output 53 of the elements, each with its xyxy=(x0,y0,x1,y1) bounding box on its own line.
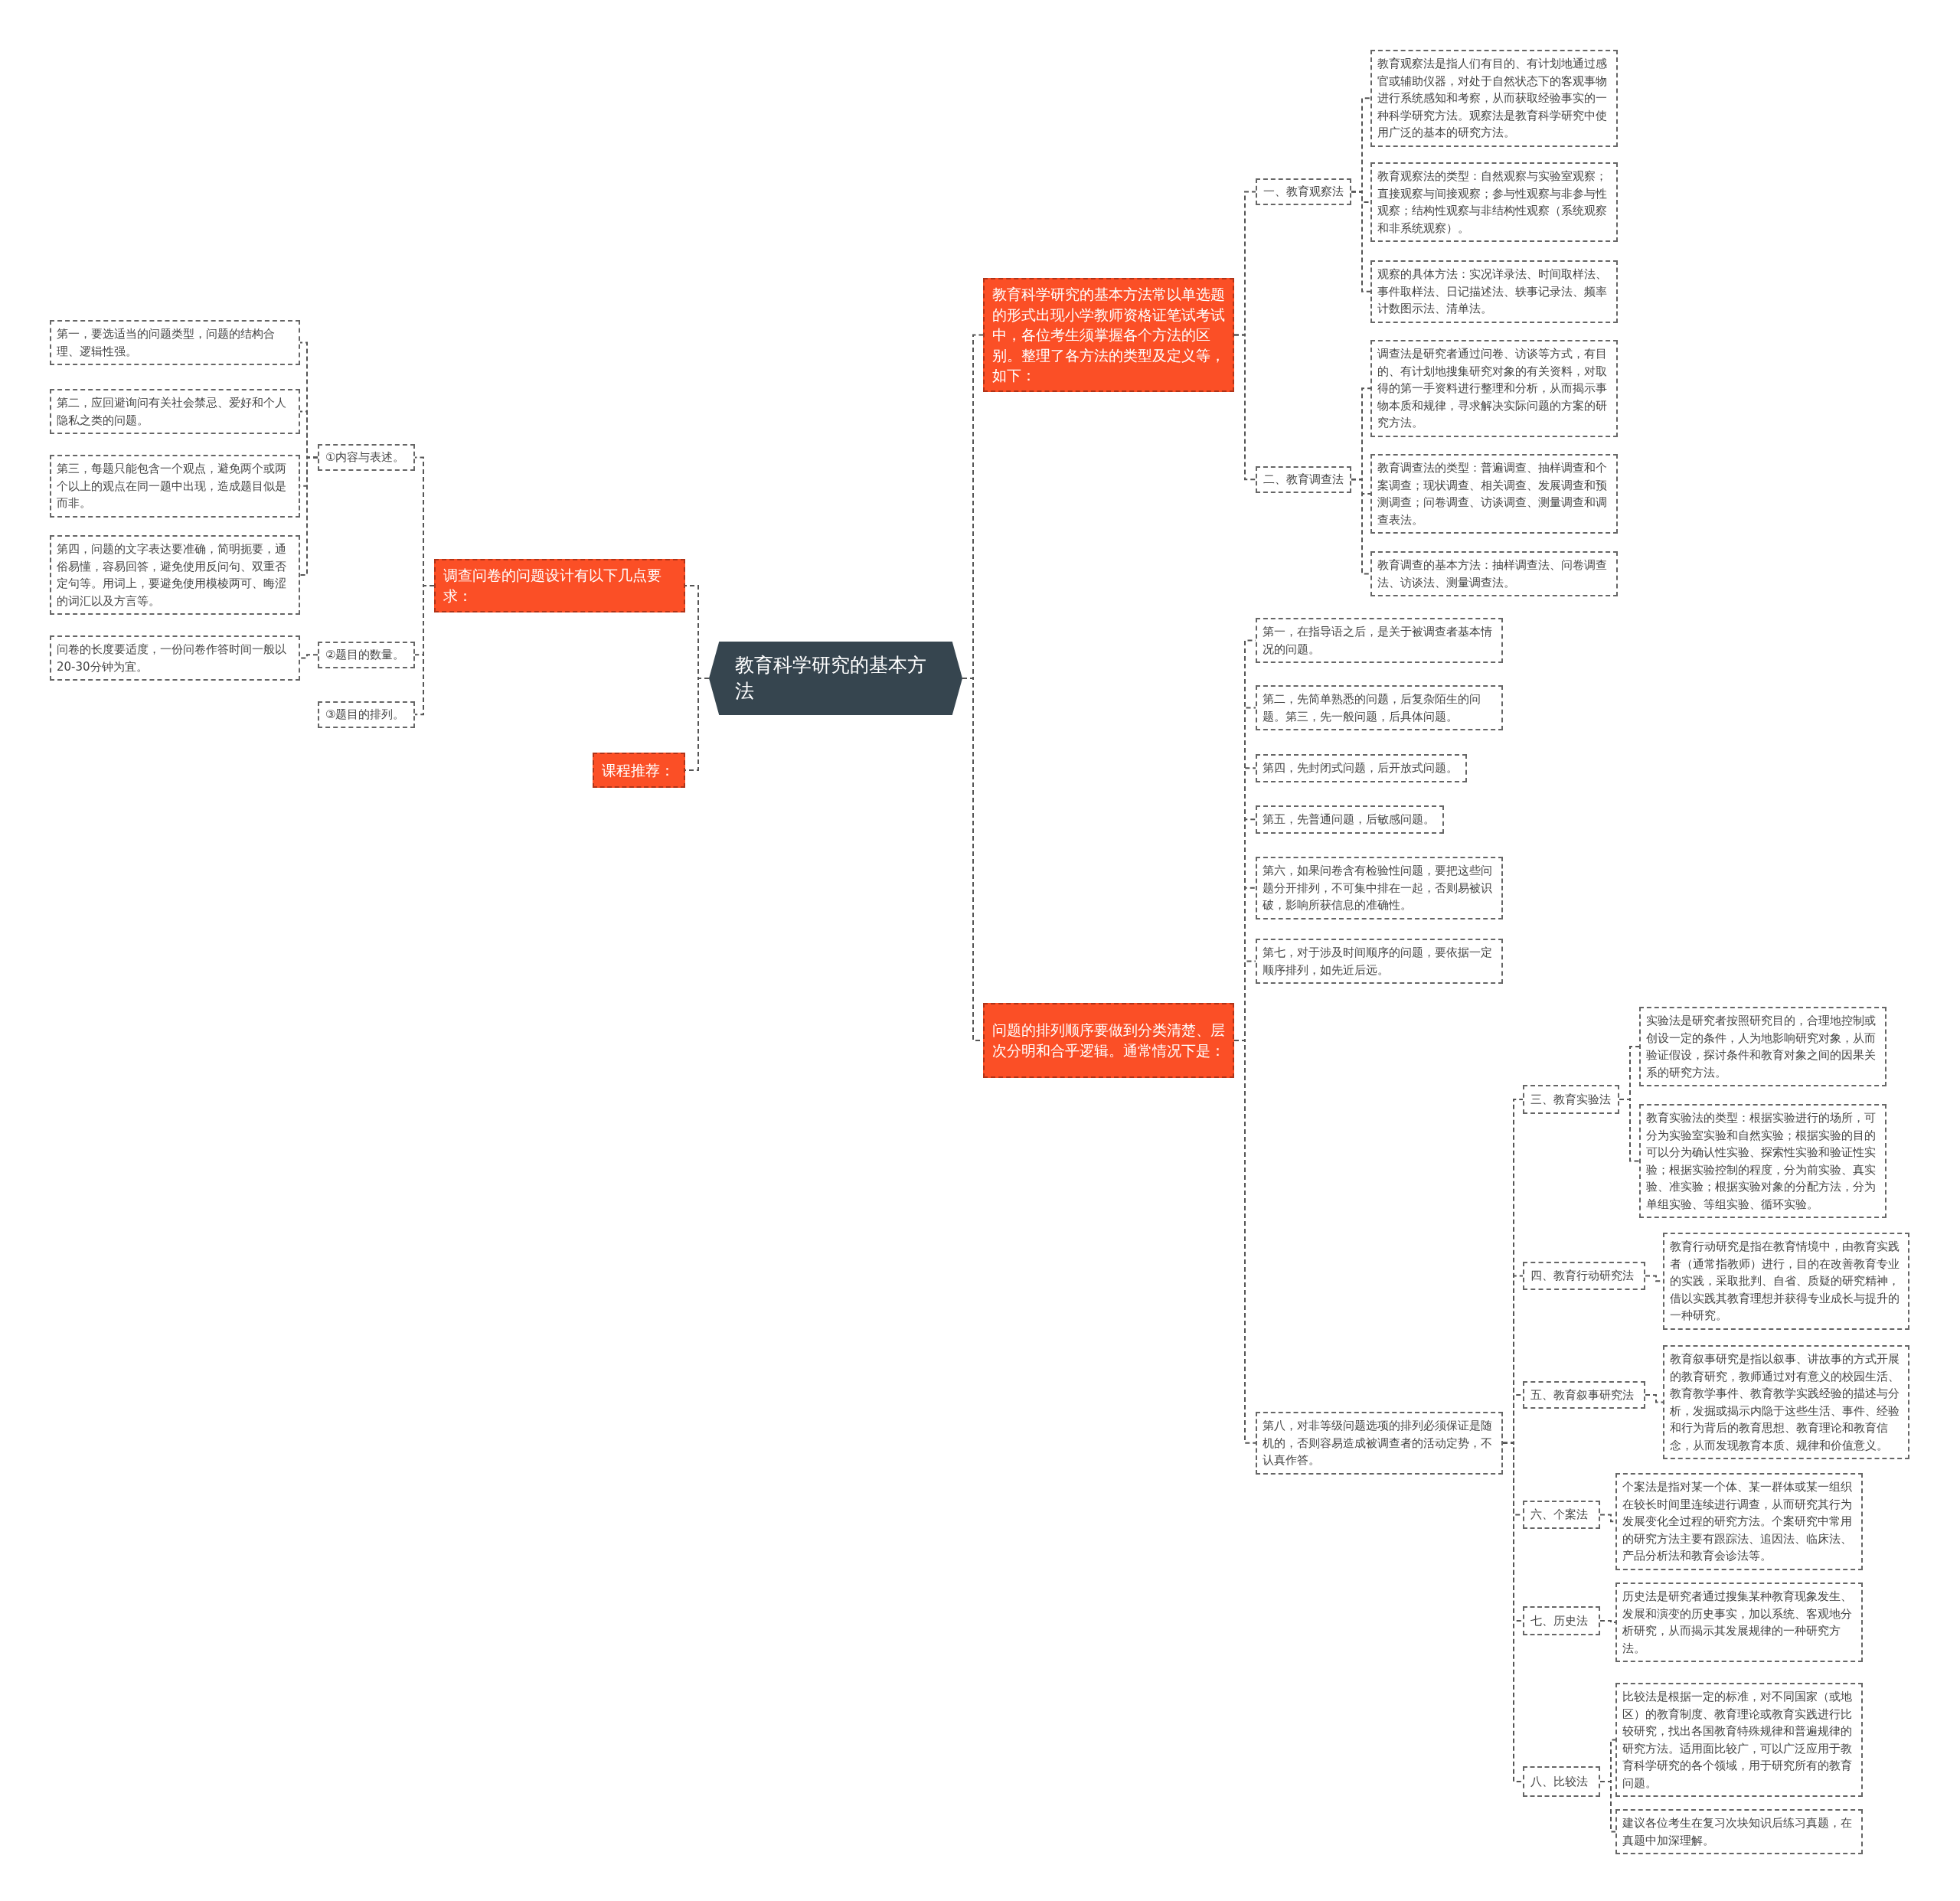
connector-line xyxy=(1619,1099,1640,1162)
method-box: ①内容与表述。 xyxy=(318,444,415,471)
note-box: 第八，对非等级问题选项的排列必须保证是随机的，否则容易造成被调查者的活动定势，不认真作答。 xyxy=(1256,1412,1503,1475)
note-box: 第三，每题只能包含一个观点，避免两个或两个以上的观点在同一题中出现，造成题目似是而非。 xyxy=(50,455,300,518)
note-box: 第五，先普通问题，后敏感问题。 xyxy=(1256,805,1444,834)
note-box: 问卷的长度要适度，一份问卷作答时间一般以20-30分钟为宜。 xyxy=(50,635,300,681)
note-box: 观察的具体方法：实况详录法、时间取样法、事件取样法、日记描述法、轶事记录法、频率计数图示法、清单法。 xyxy=(1370,260,1618,323)
note-box: 教育调查的基本方法：抽样调查法、问卷调查法、访谈法、测量调查法。 xyxy=(1370,551,1618,596)
method-box: ③题目的排列。 xyxy=(318,701,415,728)
connector-line xyxy=(414,585,435,716)
connector-line xyxy=(1351,479,1371,575)
note-box: 教育观察法是指人们有目的、有计划地通过感官或辅助仪器，对处于自然状态下的客观事物进行系统感知和考察，从而获取经验事实的一种科学研究方法。观察法是教育科学研究中使用广泛的基本的研究方法。 xyxy=(1370,50,1618,147)
connector-line xyxy=(1351,191,1371,292)
connector-line xyxy=(1233,334,1256,481)
note-box: 教育行动研究是指在教育情境中，由教育实践者（通常指教师）进行，目的在改善教育专业的实践，采取批判、自省、质疑的研究精神，借以实践其教育理想并获得专业成长与提升的一种研究。 xyxy=(1663,1233,1909,1330)
note-box: 教育观察法的类型：自然观察与实验室观察；直接观察与间接观察；参与性观察与非参与性观察；结构性观察与非结构性观察（系统观察和非系统观察）。 xyxy=(1370,162,1618,242)
connector-line xyxy=(1502,1442,1524,1782)
connector-line xyxy=(1599,1781,1616,1833)
connector-line xyxy=(299,456,318,576)
method-box: 八、比较法 xyxy=(1523,1766,1600,1797)
topic-box: 教育科学研究的基本方法 xyxy=(709,642,962,715)
note-box: 比较法是根据一定的标准，对不同国家（或地区）的教育制度、教育理论或教育实践进行比较研究，找出各国教育特殊规律和普遍规律的研究方法。适用面比较广，可以广泛应用于教育科学研究的各个领域，用于研究所有的教育问题。 xyxy=(1615,1683,1863,1797)
method-box: 三、教育实验法 xyxy=(1523,1085,1619,1114)
method-box: 五、教育叙事研究法 xyxy=(1523,1381,1645,1409)
note-box: 第四，先封闭式问题，后开放式问题。 xyxy=(1256,754,1467,782)
note-box: 第六，如果问卷含有检验性问题，要把这些问题分开排列，不可集中排在一起，否则易被识破，影响所获信息的准确性。 xyxy=(1256,857,1503,919)
branch-box: 课程推荐： xyxy=(593,753,685,788)
note-box: 教育实验法的类型：根据实验进行的场所，可分为实验室实验和自然实验；根据实验的目的可以分为确认性实验、探索性实验和验证性实验；根据实验控制的程度，分为前实验、真实验、准实验；根据实验对象的分配方法，分为单组实验、等组实验、循环实验。 xyxy=(1639,1104,1886,1218)
connector-line xyxy=(299,654,318,659)
method-box: 六、个案法 xyxy=(1523,1501,1600,1529)
note-box: 个案法是指对某一个体、某一群体或某一组织在较长时间里连续进行调查，从而研究其行为发展变化全过程的研究方法。个案研究中常用的研究方法主要有跟踪法、追因法、临床法、产品分析法和教育会诊法等。 xyxy=(1615,1473,1863,1570)
note-box: 教育叙事研究是指以叙事、讲故事的方式开展的教育研究，教师通过对有意义的校园生活、教育教学事件、教育教学实践经验的描述与分析，发掘或揭示内隐于这些生活、事件、经验和行为背后的教育思想、教育理论和教育信念，从而发现教育本质、规律和价值意义。 xyxy=(1663,1345,1909,1459)
method-box: 一、教育观察法 xyxy=(1256,178,1351,205)
method-box: 四、教育行动研究法 xyxy=(1523,1262,1645,1290)
note-box: 第二，先简单熟悉的问题，后复杂陌生的问题。第三，先一般问题，后具体问题。 xyxy=(1256,685,1503,730)
method-box: 七、历史法 xyxy=(1523,1606,1600,1635)
note-box: 第二，应回避询问有关社会禁忌、爱好和个人隐私之类的问题。 xyxy=(50,389,300,434)
note-box: 历史法是研究者通过搜集某种教育现象发生、发展和演变的历史事实，加以系统、客观地分析研究，从而揭示其发展规律的一种研究方法。 xyxy=(1615,1583,1863,1662)
branch-box: 教育科学研究的基本方法常以单选题的形式出现小学教师资格证笔试考试中，各位考生须掌握各个方法的区别。整理了各方法的类型及定义等，如下： xyxy=(983,278,1234,392)
method-box: ②题目的数量。 xyxy=(318,642,415,668)
note-box: 第一，在指导语之后，是关于被调查者基本情况的问题。 xyxy=(1256,618,1503,663)
note-box: 第七，对于涉及时间顺序的问题，要依据一定顺序排列，如先近后远。 xyxy=(1256,939,1503,984)
connector-line xyxy=(1599,1620,1616,1623)
branch-box: 问题的排列顺序要做到分类清楚、层次分明和合乎逻辑。通常情况下是： xyxy=(983,1003,1234,1078)
branch-box: 调查问卷的问题设计有以下几点要求： xyxy=(434,559,685,612)
note-box: 第四，问题的文字表达要准确，简明扼要，通俗易懂，容易回答，避免使用反问句、双重否定句等。用词上，要避免使用模棱两可、晦涩的词汇以及方言等。 xyxy=(50,535,300,615)
note-box: 调查法是研究者通过问卷、访谈等方式，有目的、有计划地搜集研究对象的有关资料，对取得的第一手资料进行整理和分析，从而揭示事物本质和规律，寻求解决实际问题的方案的研究方法。 xyxy=(1370,340,1618,437)
connector-line xyxy=(1645,1394,1664,1403)
note-box: 第一，要选适当的问题类型，问题的结构合理、逻辑性强。 xyxy=(50,320,300,365)
note-box: 教育调查法的类型：普遍调查、抽样调查和个案调查；现状调查、相关调查、发展调查和预测调查；问卷调查、访谈调查、测量调查和调查表法。 xyxy=(1370,454,1618,534)
method-box: 二、教育调查法 xyxy=(1256,466,1351,493)
note-box: 实验法是研究者按照研究目的，合理地控制或创设一定的条件，人为地影响研究对象，从而验证假设，探讨条件和教育对象之间的因果关系的研究方法。 xyxy=(1639,1007,1886,1086)
note-box: 建议各位考生在复习次块知识后练习真题，在真题中加深理解。 xyxy=(1615,1809,1863,1854)
